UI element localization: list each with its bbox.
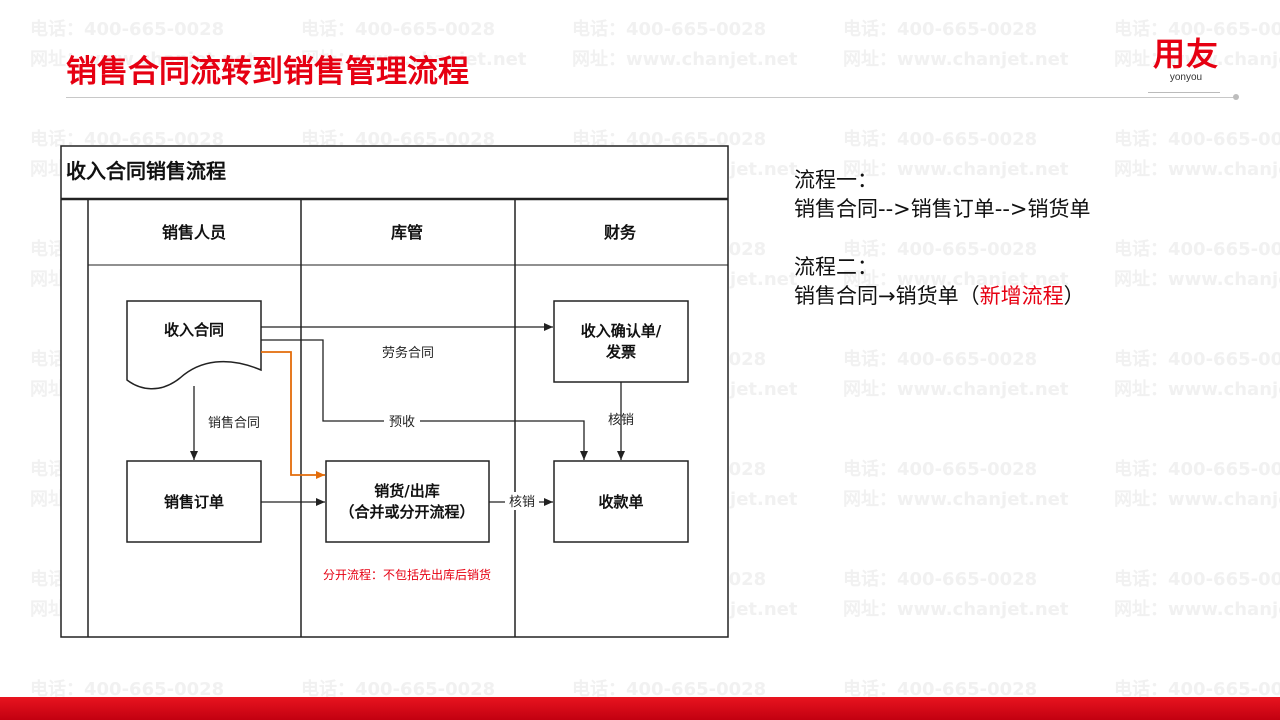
node-confirm-label-1: 收入确认单/ bbox=[581, 322, 662, 340]
edge-label-sales-contract: 销售合同 bbox=[208, 415, 260, 431]
lane-header-finance: 财务 bbox=[603, 223, 637, 242]
yonyou-logo: 用友 yonyou bbox=[1146, 36, 1226, 84]
diagram-title: 收入合同销售流程 bbox=[66, 159, 226, 183]
node-delivery bbox=[325, 460, 490, 543]
logo-subtitle: yonyou bbox=[1169, 72, 1203, 83]
diagram-frame bbox=[60, 145, 729, 638]
logo-underline bbox=[1148, 92, 1220, 93]
title-divider bbox=[66, 97, 1236, 98]
node-delivery-label-1: 销货/出库 bbox=[374, 482, 439, 500]
node-receipt-label: 收款单 bbox=[598, 493, 643, 511]
flow2-highlight: 新增流程 bbox=[979, 284, 1064, 308]
edge-label-bg bbox=[384, 412, 420, 430]
edge-label-writeoff-finance: 核销 bbox=[608, 413, 634, 428]
flow-description: 流程一： 销售合同-->销售订单-->销货单 流程二： 销售合同→销货单（新增流… bbox=[794, 166, 1091, 311]
node-contract-label: 收入合同 bbox=[164, 321, 224, 339]
node-contract-shape bbox=[126, 300, 262, 390]
divider-dot bbox=[1233, 94, 1239, 100]
node-confirm-label-2: 发票 bbox=[605, 343, 636, 361]
node-confirm bbox=[553, 300, 689, 383]
flow1-text: 销售合同-->销售订单-->销货单 bbox=[794, 197, 1091, 221]
node-delivery-label-2: （合并或分开流程） bbox=[339, 503, 474, 521]
flow2-close: ） bbox=[1063, 284, 1085, 308]
footer-bar bbox=[0, 697, 1280, 720]
page-title: 销售合同流转到销售管理流程 bbox=[66, 54, 469, 90]
node-sales-order-label: 销售订单 bbox=[164, 493, 224, 511]
edge-label-writeoff-delivery: 核销 bbox=[509, 495, 535, 510]
edge-prepay bbox=[261, 339, 588, 460]
node-sales-order bbox=[126, 460, 262, 543]
edge-label-prepay: 预收 bbox=[389, 415, 415, 430]
flow2-label: 流程二： bbox=[794, 255, 878, 279]
lane-header-warehouse: 库管 bbox=[391, 223, 423, 242]
flow2-text-main: 销售合同→销货单（ bbox=[794, 284, 980, 308]
flow2-text: 销售合同→销货单（新增流程） bbox=[794, 282, 1091, 311]
edge-orange-split bbox=[261, 351, 325, 479]
edge-label-service-contract: 劳务合同 bbox=[382, 345, 434, 361]
diagram-note: 分开流程：不包括先出库后销货 bbox=[323, 567, 491, 582]
flow1-label: 流程一： bbox=[794, 168, 878, 192]
logo-mark: 用友 bbox=[1152, 35, 1219, 73]
edge-label-bg bbox=[505, 492, 539, 510]
node-receipt bbox=[553, 460, 689, 543]
lane-header-sales: 销售人员 bbox=[162, 223, 226, 242]
